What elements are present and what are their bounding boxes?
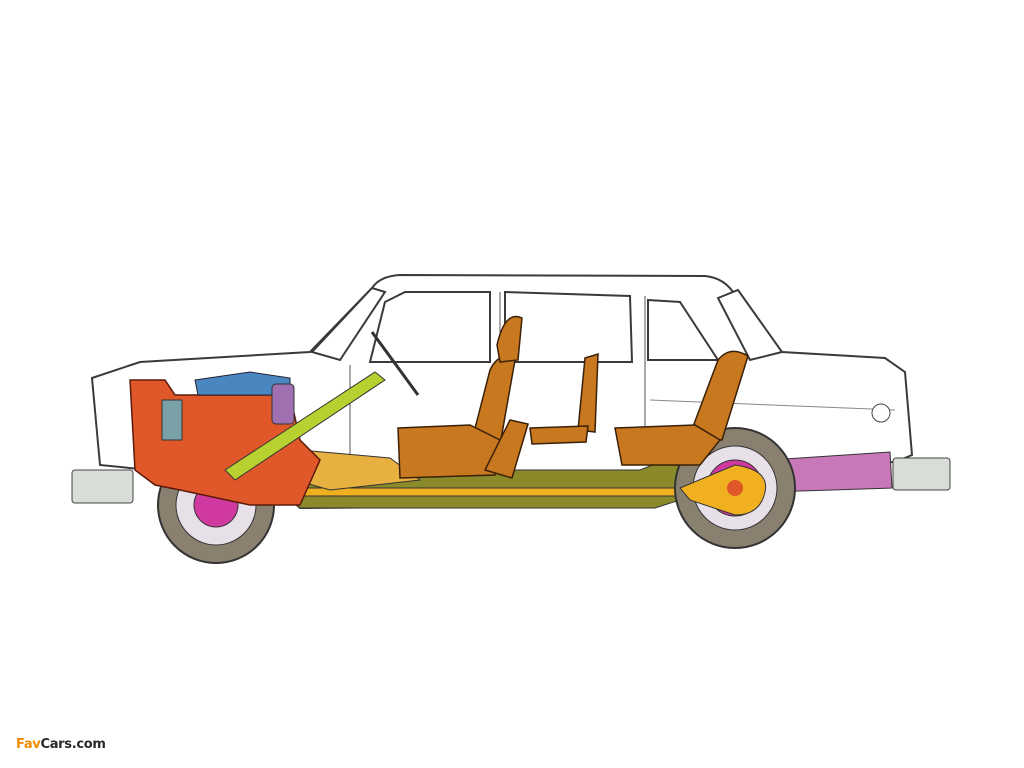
watermark-brand: Fav bbox=[16, 737, 41, 752]
rear-bench-cushion bbox=[614, 424, 722, 466]
windows bbox=[310, 286, 784, 363]
radiator bbox=[161, 399, 183, 441]
seats bbox=[397, 315, 749, 479]
windshield bbox=[310, 286, 387, 362]
rear-door-window bbox=[504, 290, 634, 363]
favcars-watermark: FavCars.com bbox=[16, 737, 106, 752]
body-crease bbox=[649, 399, 896, 411]
fuel-cap bbox=[871, 403, 891, 423]
rear-bench-back bbox=[686, 350, 749, 441]
steering-column bbox=[224, 371, 386, 481]
driver-seat-back bbox=[483, 419, 529, 479]
driveshaft bbox=[299, 487, 691, 497]
rear-jump-seat bbox=[529, 425, 589, 445]
front-door-window bbox=[368, 291, 491, 363]
steering-wheel bbox=[370, 331, 420, 396]
front-headrest bbox=[496, 315, 523, 363]
rear-seat-back bbox=[577, 352, 599, 433]
front-bumper bbox=[71, 469, 134, 504]
rear-window bbox=[716, 288, 784, 362]
rear-bumper bbox=[892, 457, 951, 491]
radiator-hose bbox=[271, 383, 295, 425]
watermark-domain: Cars.com bbox=[40, 737, 106, 752]
